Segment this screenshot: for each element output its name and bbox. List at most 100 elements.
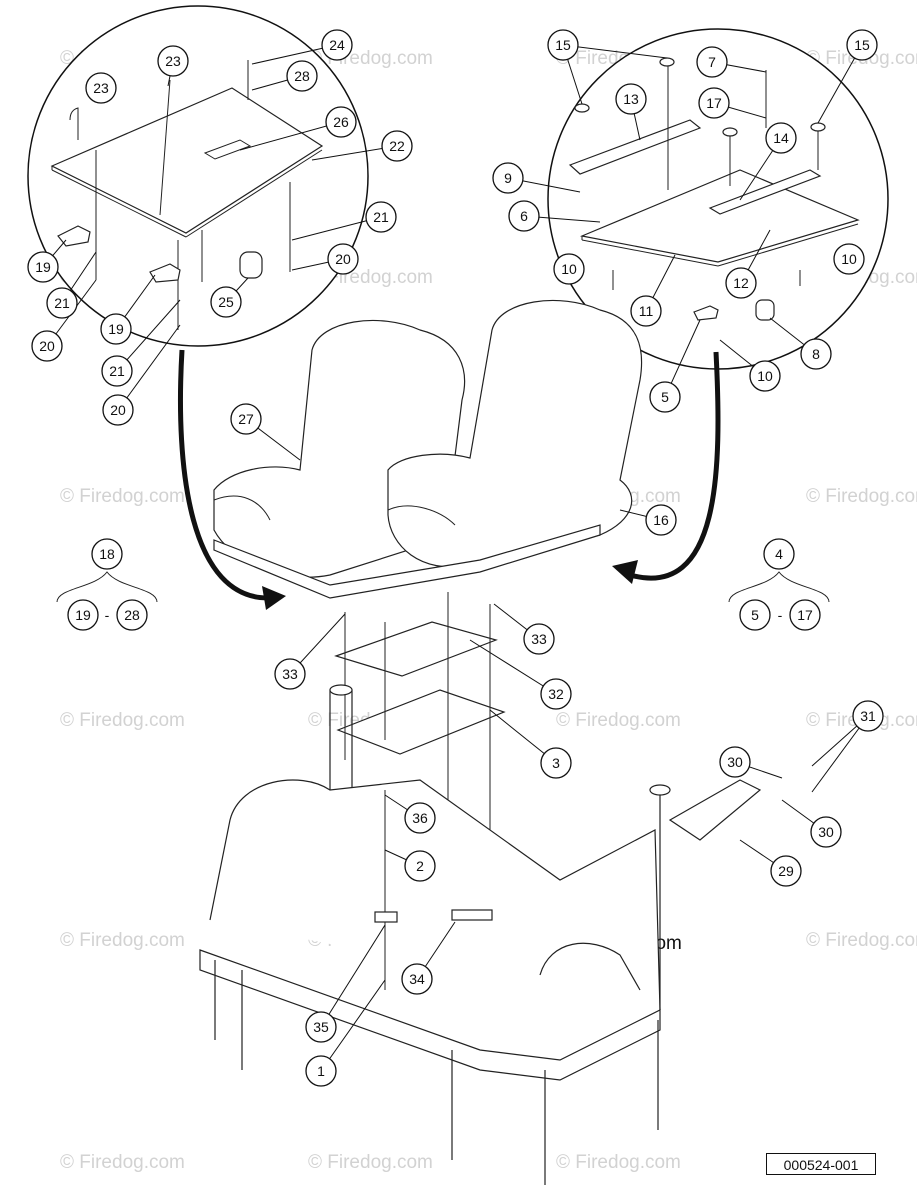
- group-left-to: 28: [124, 607, 140, 623]
- assembly-arrows: [177, 349, 721, 610]
- callout-15: 15: [846, 29, 878, 61]
- left-detail-view: [27, 5, 369, 347]
- callout-label: 34: [409, 971, 425, 987]
- callout-22: 22: [381, 130, 413, 162]
- callout-7: 7: [696, 46, 728, 78]
- callout-3: 3: [540, 747, 572, 779]
- watermark: © Firedog.com: [806, 486, 917, 507]
- callout-9: 9: [492, 162, 524, 194]
- watermark: © Firedog.com: [806, 930, 917, 951]
- callout-label: 21: [54, 295, 70, 311]
- callout-label: 31: [860, 708, 876, 724]
- callout-label: 12: [733, 275, 749, 291]
- callout-label: 9: [504, 170, 512, 186]
- callout-32: 32: [540, 678, 572, 710]
- callout-34: 34: [401, 963, 433, 995]
- callout-label: 26: [333, 114, 349, 130]
- callout-label: 33: [531, 631, 547, 647]
- callout-label: 20: [110, 402, 126, 418]
- callout-label: 27: [238, 411, 254, 427]
- callout-28: 28: [286, 60, 318, 92]
- group-right-to: 17: [797, 607, 813, 623]
- callout-label: 6: [520, 208, 528, 224]
- callout-29: 29: [770, 855, 802, 887]
- callout-label: 30: [818, 824, 834, 840]
- seat-frame: [199, 684, 762, 1185]
- callout-label: 5: [661, 389, 669, 405]
- callout-1: 1: [305, 1055, 337, 1087]
- callout-label: 23: [93, 80, 109, 96]
- callout-25: 25: [210, 286, 242, 318]
- callout-label: 35: [313, 1019, 329, 1035]
- watermark: © Firedog.com: [308, 1152, 433, 1173]
- callout-21: 21: [46, 287, 78, 319]
- callout-label: 10: [841, 251, 857, 267]
- callout-12: 12: [725, 267, 757, 299]
- callout-label: 15: [854, 37, 870, 53]
- seat-assembly: [213, 299, 643, 599]
- group-left-from: 19: [75, 607, 91, 623]
- group-left: 18 19 - 28: [56, 538, 158, 631]
- callout-label: 28: [294, 68, 310, 84]
- callout-15: 15: [547, 29, 579, 61]
- callout-20: 20: [327, 243, 359, 275]
- callout-5: 5: [649, 381, 681, 413]
- callout-13: 13: [615, 83, 647, 115]
- callout-26: 26: [325, 106, 357, 138]
- callout-label: 24: [329, 37, 345, 53]
- callout-11: 11: [630, 295, 662, 327]
- callout-33: 33: [523, 623, 555, 655]
- callout-label: 17: [706, 95, 722, 111]
- callout-31: 31: [852, 700, 884, 732]
- callout-label: 30: [727, 754, 743, 770]
- callout-23: 23: [157, 45, 189, 77]
- callout-label: 13: [623, 91, 639, 107]
- callout-21: 21: [101, 355, 133, 387]
- group-left-circle: [91, 538, 123, 570]
- callout-2: 2: [404, 850, 436, 882]
- group-left-dash: -: [105, 607, 110, 623]
- callout-label: 32: [548, 686, 564, 702]
- diagram-reference-id: 000524-001: [766, 1153, 876, 1175]
- watermark: © Firedog.com: [60, 486, 185, 507]
- callout-27: 27: [230, 403, 262, 435]
- callout-30: 30: [719, 746, 751, 778]
- callout-label: 20: [335, 251, 351, 267]
- callout-6: 6: [508, 200, 540, 232]
- callout-20: 20: [102, 394, 134, 426]
- callout-label: 2: [416, 858, 424, 874]
- watermark: © Firedog.com: [60, 710, 185, 731]
- mounting-plates: [334, 592, 506, 960]
- callout-label: 20: [39, 338, 55, 354]
- callout-label: 16: [653, 512, 669, 528]
- callout-21: 21: [365, 201, 397, 233]
- callout-label: 21: [373, 209, 389, 225]
- callout-8: 8: [800, 338, 832, 370]
- callout-label: 10: [757, 368, 773, 384]
- callout-10: 10: [553, 253, 585, 285]
- callout-label: 33: [282, 666, 298, 682]
- callout-label: 36: [412, 810, 428, 826]
- group-left-number: 18: [99, 546, 115, 562]
- callout-label: 11: [639, 303, 654, 319]
- callout-label: 22: [389, 138, 405, 154]
- callout-36: 36: [404, 802, 436, 834]
- callout-17: 17: [698, 87, 730, 119]
- callout-33: 33: [274, 658, 306, 690]
- callout-label: 19: [108, 321, 124, 337]
- watermark: © Firedog.com: [556, 710, 681, 731]
- callout-label: 3: [552, 755, 560, 771]
- callout-10: 10: [833, 243, 865, 275]
- callout-19: 19: [100, 313, 132, 345]
- callout-label: 14: [773, 130, 789, 146]
- group-right-from: 5: [751, 607, 759, 623]
- callout-label: 29: [778, 863, 794, 879]
- callout-14: 14: [765, 122, 797, 154]
- callout-35: 35: [305, 1011, 337, 1043]
- callout-label: 25: [218, 294, 234, 310]
- watermark: © Firedog.com: [60, 1152, 185, 1173]
- callout-19: 19: [27, 251, 59, 283]
- callout-label: 1: [317, 1063, 325, 1079]
